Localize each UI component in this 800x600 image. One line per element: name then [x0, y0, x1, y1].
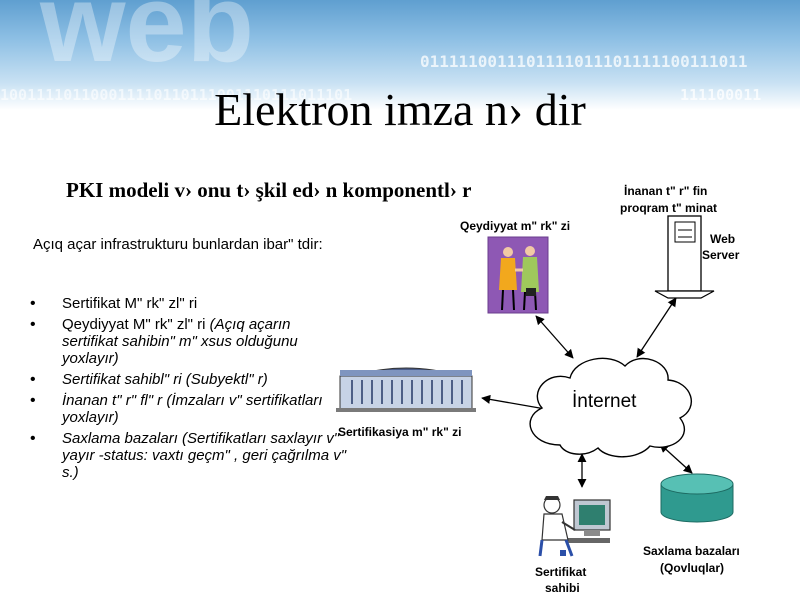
intro-text: Açıq açar infrastrukturu bunlardan ibar"…	[33, 236, 323, 253]
arrow-registration-internet	[535, 315, 574, 359]
certificate-holder-icon	[538, 496, 611, 557]
header-binary-2: 100111101100011110110111001110111011101	[0, 86, 353, 104]
registration-office-icon	[487, 236, 549, 314]
bullet-item: İnanan t" r" fl" r (İmzaları v" sertifik…	[30, 392, 350, 426]
web-server-icon	[654, 215, 715, 299]
web-server-label-2: Server	[702, 248, 740, 262]
header-watermark: web	[40, 0, 254, 85]
certification-authority-label: Sertifikasiya m" rk" zi	[338, 425, 462, 439]
relying-party-label-1: İnanan t" r" fin	[624, 184, 708, 198]
bullet-item: Qeydiyyat M" rk" zl" ri (Açıq açarın ser…	[30, 316, 350, 367]
bullet-detail: Sertifikat sahibl" ri (Subyektl" r)	[62, 371, 268, 388]
header-binary-3: 111100011	[680, 86, 762, 104]
certificate-holder-label-2: sahibi	[545, 581, 580, 595]
bullet-item: Sertifikat sahibl" ri (Subyektl" r)	[30, 371, 350, 388]
bullet-detail: İnanan t" r" fl" r (İmzaları v" sertifik…	[62, 392, 323, 426]
internet-cloud-icon	[529, 357, 692, 458]
certification-authority-building-icon	[336, 367, 476, 412]
header-banner: web 0111110011101111011101111100111011 1…	[0, 0, 800, 110]
arrow-webserver-internet	[636, 297, 677, 358]
certificate-holder-label-1: Sertifikat	[535, 565, 587, 579]
repository-label-2: (Qovluqlar)	[660, 561, 725, 575]
bullet-detail: (Açıq açarın sertifikat sahibin" m" xsus…	[62, 316, 298, 367]
bullet-list: Sertifikat M" rk" zl" ri Qeydiyyat M" rk…	[30, 295, 350, 485]
arrow-repo-internet	[659, 443, 693, 474]
bullet-item: Sertifikat M" rk" zl" ri	[30, 295, 350, 312]
slide-title: Elektron imza n› dir	[214, 84, 586, 135]
slide-subtitle: PKI modeli v› onu t› şkil ed› n komponen…	[66, 178, 472, 202]
repository-database-icon	[660, 473, 734, 523]
web-server-label-1: Web	[710, 232, 736, 246]
relying-party-label-2: proqram t" minat	[620, 201, 718, 215]
bullet-main: Qeydiyyat M" rk" zl" ri	[62, 316, 210, 333]
bullet-item: Saxlama bazaları (Sertifikatları saxlayı…	[30, 430, 350, 481]
header-binary-1: 0111110011101111011101111100111011	[420, 52, 748, 71]
internet-label: İnternet	[572, 391, 637, 412]
bullet-detail: Saxlama bazaları (Sertifikatları saxlayı…	[62, 430, 347, 481]
arrow-ca-internet	[481, 394, 552, 414]
registration-label: Qeydiyyat m" rk" zi	[460, 219, 571, 233]
bullet-main: Sertifikat M" rk" zl" ri	[62, 295, 198, 312]
repository-label-1: Saxlama bazaları	[643, 544, 740, 558]
